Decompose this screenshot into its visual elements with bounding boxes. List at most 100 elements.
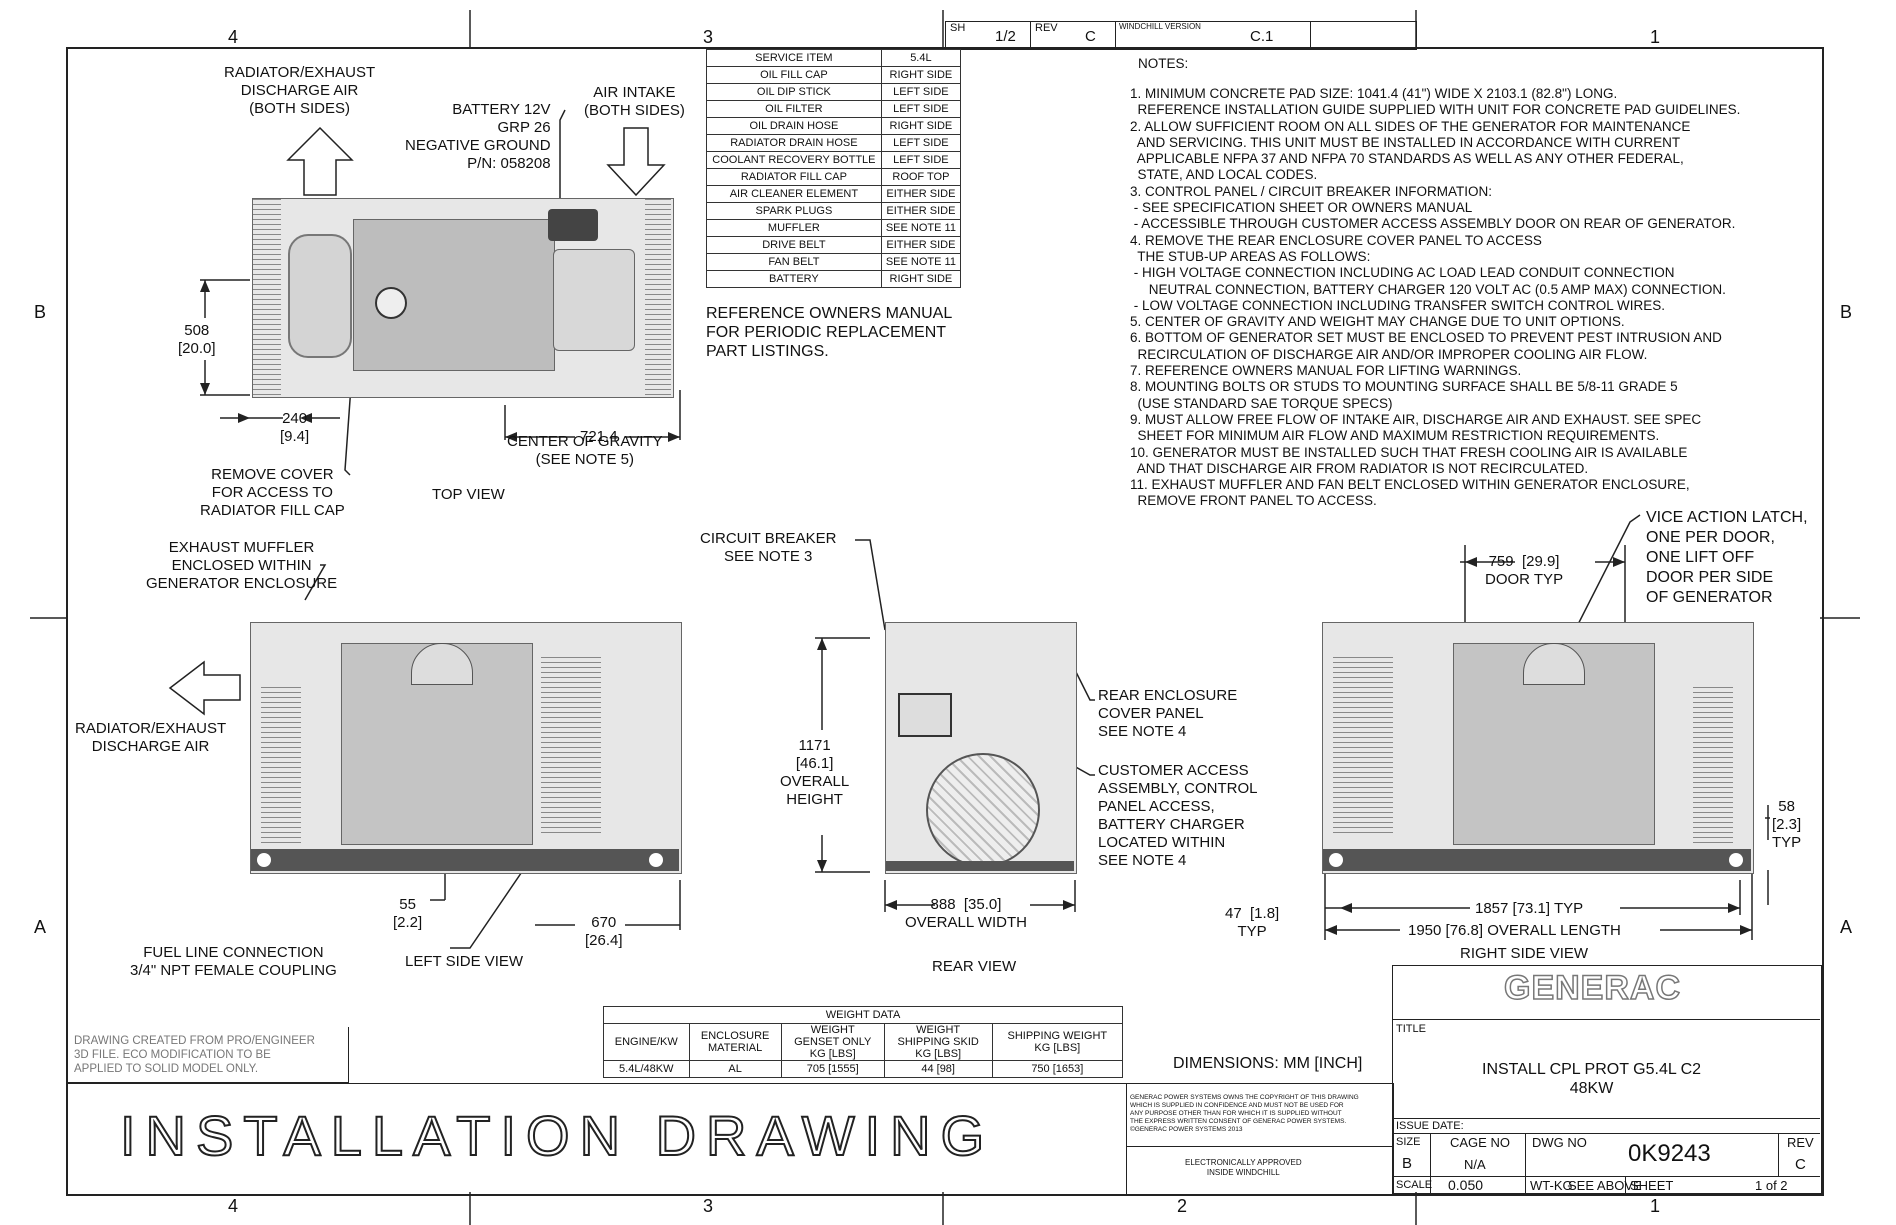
- installation-drawing-banner: INSTALLATION DRAWING: [119, 1103, 995, 1168]
- dwg-label: DWG NO: [1532, 1135, 1587, 1150]
- scale-label: SCALE: [1396, 1179, 1433, 1191]
- service-item-cell: COOLANT RECOVERY BOTTLE: [706, 151, 882, 169]
- service-item-cell: MUFFLER: [706, 219, 882, 237]
- weight-table-cell: 750 [1653]: [991, 1060, 1124, 1078]
- service-location-cell: EITHER SIDE: [880, 236, 962, 254]
- zone-bottom-2: 2: [1177, 1196, 1188, 1216]
- zone-left-a: A: [34, 917, 47, 937]
- dim-670: 670 [26.4]: [585, 914, 623, 949]
- header-block: [945, 21, 1417, 50]
- top-view-caption: TOP VIEW: [432, 486, 505, 503]
- service-item-cell: SPARK PLUGS: [706, 202, 882, 220]
- dim-721: 721.4: [580, 428, 618, 445]
- title-label: TITLE: [1396, 1023, 1426, 1035]
- overall-height-label: 1171 [46.1] OVERALL HEIGHT: [780, 737, 850, 808]
- dim-508: 508 [20.0]: [178, 322, 216, 357]
- wt-label: WT-KG: [1530, 1178, 1573, 1193]
- door-typ-label: 759 [29.9] DOOR TYP: [1485, 553, 1564, 588]
- sheet-value: 1 of 2: [1755, 1178, 1788, 1193]
- generac-logo: GENERAC: [1503, 968, 1682, 1008]
- dimensions-unit: DIMENSIONS: MM [INCH]: [1173, 1055, 1363, 1072]
- copyright-text: GENERAC POWER SYSTEMS OWNS THE COPYRIGHT…: [1130, 1094, 1359, 1133]
- zone-bottom-3: 3: [703, 1196, 714, 1216]
- service-location-cell: SEE NOTE 11: [880, 253, 962, 271]
- service-item-cell: OIL FILTER: [706, 100, 882, 118]
- service-item-cell: DRIVE BELT: [706, 236, 882, 254]
- size-value: B: [1402, 1155, 1413, 1172]
- wt-value: SEE ABOVE: [1568, 1178, 1642, 1193]
- circuit-breaker-label: CIRCUIT BREAKER SEE NOTE 3: [700, 530, 837, 565]
- scale-value: 0.050: [1448, 1177, 1484, 1193]
- weight-table-cell: 5.4L/48KW: [603, 1060, 690, 1078]
- rear-view-caption: REAR VIEW: [932, 958, 1017, 975]
- service-location-cell: ROOF TOP: [880, 168, 962, 186]
- service-location-cell: RIGHT SIDE: [880, 117, 962, 135]
- service-item-cell: FAN BELT: [706, 253, 882, 271]
- battery-label: BATTERY 12V GRP 26 NEGATIVE GROUND P/N: …: [405, 101, 551, 172]
- service-location-cell: RIGHT SIDE: [880, 66, 962, 84]
- dim-240: 240 [9.4]: [280, 410, 310, 445]
- service-item-cell: RADIATOR DRAIN HOSE: [706, 134, 882, 152]
- rear-cover-label: REAR ENCLOSURE COVER PANEL SEE NOTE 4: [1098, 687, 1238, 740]
- title-text: INSTALL CPL PROT G5.4L C2 48KW: [1482, 1061, 1702, 1097]
- rev-value: C: [1085, 28, 1096, 45]
- size-label: SIZE: [1396, 1136, 1421, 1148]
- customer-access-label: CUSTOMER ACCESS ASSEMBLY, CONTROL PANEL …: [1098, 762, 1258, 869]
- service-item-cell: AIR CLEANER ELEMENT: [706, 185, 882, 203]
- service-item-cell: BATTERY: [706, 270, 882, 288]
- dim-1950: 1950 [76.8] OVERALL LENGTH: [1408, 922, 1621, 939]
- zone-bottom-1: 1: [1650, 1196, 1661, 1216]
- notes-body: 1. MINIMUM CONCRETE PAD SIZE: 1041.4 (41…: [1130, 86, 1741, 509]
- service-item-cell: OIL FILL CAP: [706, 66, 882, 84]
- dwg-value: 0K9243: [1628, 1140, 1711, 1167]
- weight-table-title: WEIGHT DATA: [603, 1006, 1123, 1024]
- zone-right-b: B: [1840, 302, 1853, 322]
- service-location-cell: LEFT SIDE: [880, 100, 962, 118]
- service-item-cell: SERVICE ITEM: [706, 49, 882, 67]
- sheet-label: SHEET: [1630, 1178, 1674, 1193]
- service-location-cell: EITHER SIDE: [880, 202, 962, 220]
- service-item-cell: RADIATOR FILL CAP: [706, 168, 882, 186]
- windchill-value: C.1: [1250, 28, 1274, 45]
- right-view-caption: RIGHT SIDE VIEW: [1460, 945, 1589, 962]
- air-intake-label: AIR INTAKE (BOTH SIDES): [584, 84, 685, 119]
- rev-block-value: C: [1795, 1156, 1806, 1173]
- fuel-line-label: FUEL LINE CONNECTION 3/4" NPT FEMALE COU…: [130, 944, 337, 979]
- weight-table-header: SHIPPING WEIGHT KG [LBS]: [991, 1023, 1124, 1061]
- service-location-cell: EITHER SIDE: [880, 185, 962, 203]
- weight-table-header: ENGINE/KW: [603, 1023, 690, 1061]
- service-reference: REFERENCE OWNERS MANUAL FOR PERIODIC REP…: [706, 305, 953, 360]
- rev-label: REV: [1035, 22, 1058, 34]
- dim-58: 58 [2.3] TYP: [1772, 798, 1802, 851]
- service-location-cell: RIGHT SIDE: [880, 270, 962, 288]
- drawing-note: DRAWING CREATED FROM PRO/ENGINEER 3D FIL…: [74, 1035, 315, 1075]
- weight-table-cell: 44 [98]: [883, 1060, 993, 1078]
- approved-text: ELECTRONICALLY APPROVED INSIDE WINDCHILL: [1185, 1158, 1302, 1177]
- weight-table-header: ENCLOSURE MATERIAL: [688, 1023, 782, 1061]
- service-location-cell: LEFT SIDE: [880, 134, 962, 152]
- zone-top-1: 1: [1650, 27, 1661, 47]
- sh-value: 1/2: [995, 28, 1016, 45]
- left-radiator-label: RADIATOR/EXHAUST DISCHARGE AIR: [75, 720, 227, 755]
- copyright-box: [1126, 1083, 1394, 1195]
- zone-left-b: B: [34, 302, 47, 322]
- service-location-cell: LEFT SIDE: [880, 83, 962, 101]
- service-item-cell: OIL DRAIN HOSE: [706, 117, 882, 135]
- weight-table-header: WEIGHT SHIPPING SKID KG [LBS]: [883, 1023, 993, 1061]
- rev-block-label: REV: [1787, 1135, 1814, 1150]
- latch-label: VICE ACTION LATCH, ONE PER DOOR, ONE LIF…: [1646, 509, 1808, 606]
- title-block: [1392, 965, 1822, 1194]
- right-view-generator: [1322, 622, 1754, 874]
